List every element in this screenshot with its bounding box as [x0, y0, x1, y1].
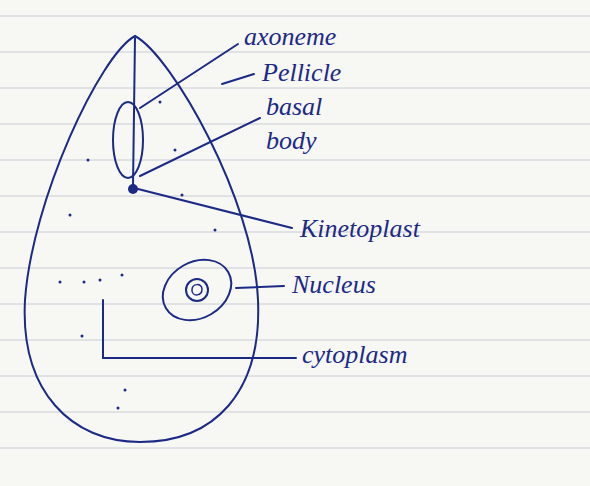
leader-line: [222, 74, 254, 84]
nucleolus-mark: [192, 285, 202, 295]
part-label: basal body: [266, 90, 356, 158]
nucleus: [152, 248, 242, 332]
kinetoplast: [128, 184, 138, 194]
leader-line: [103, 300, 296, 358]
part-label: axoneme: [244, 20, 336, 54]
cell-outline: [25, 36, 259, 442]
part-label: cytoplasm: [302, 338, 407, 372]
paper-lines: [0, 16, 590, 448]
basal-body: [113, 102, 143, 178]
leader-line: [236, 286, 284, 288]
cytoplasm-dots: [59, 101, 217, 410]
leader-line: [140, 44, 238, 108]
axoneme-line: [133, 38, 135, 186]
part-label: Nucleus: [292, 268, 376, 302]
part-label: Pellicle: [262, 56, 341, 90]
leader-line: [138, 189, 292, 228]
nucleolus: [186, 279, 208, 301]
leader-line: [140, 118, 260, 176]
part-label: Kinetoplast: [300, 212, 420, 246]
